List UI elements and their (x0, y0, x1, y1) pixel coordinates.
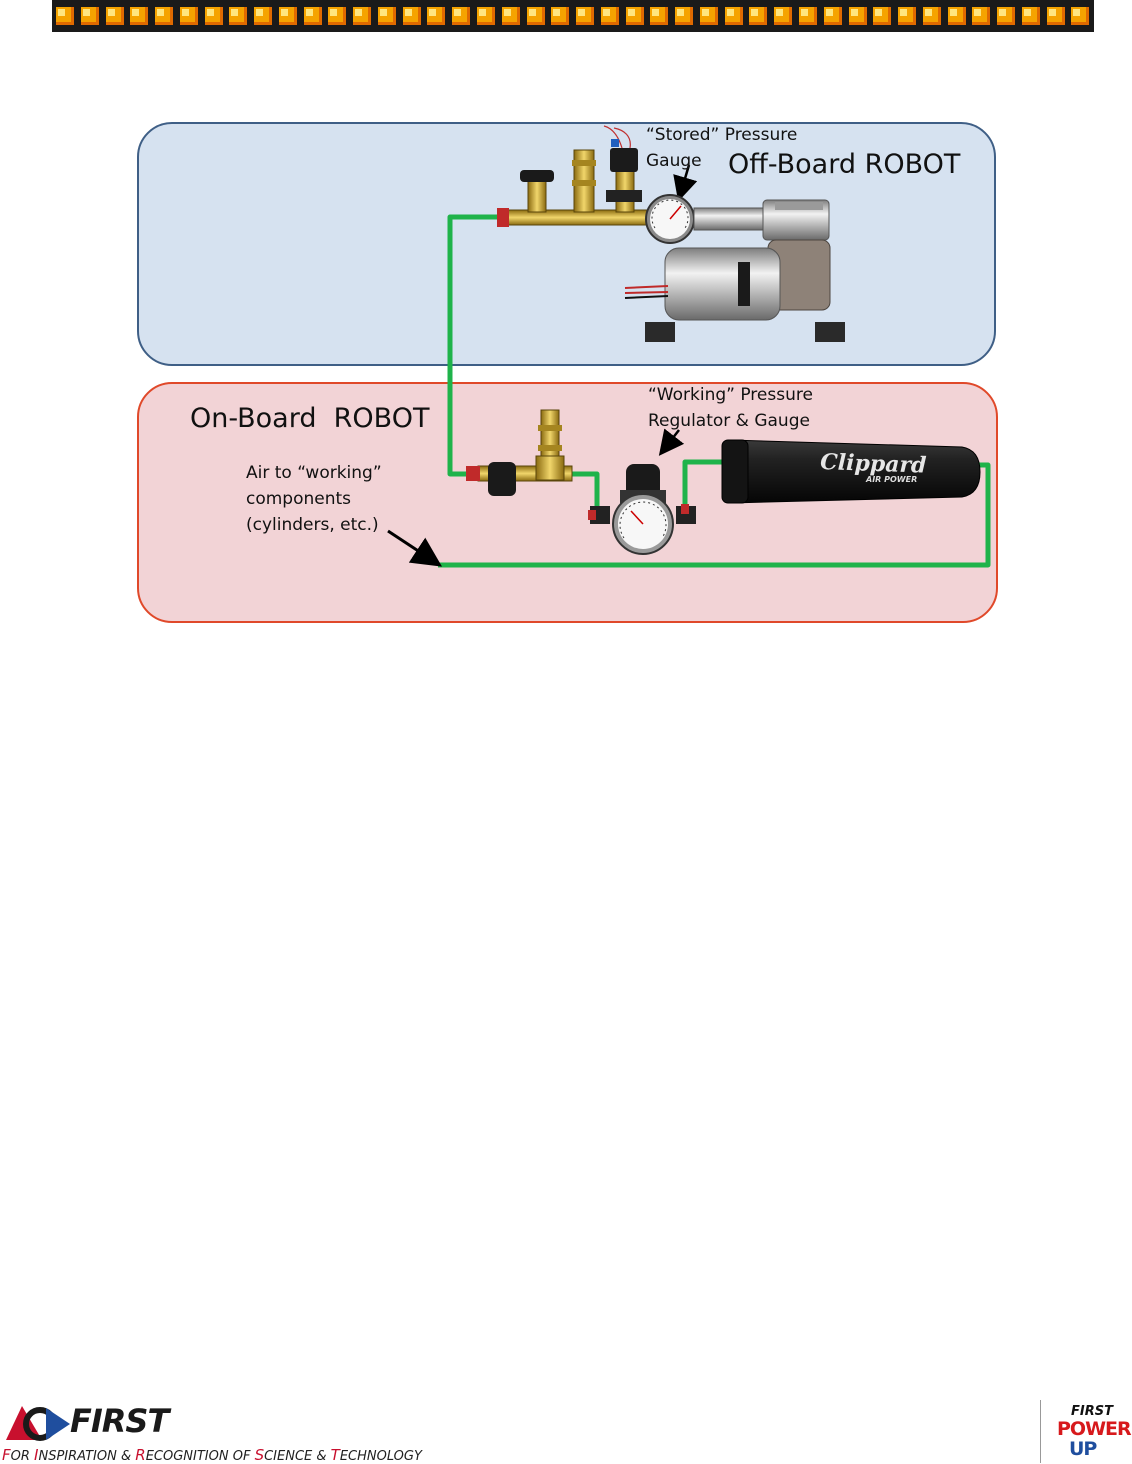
banner-block (947, 7, 966, 25)
first-power-up-logo: FIRST POWER UP (1040, 1400, 1132, 1463)
banner-block (1021, 7, 1040, 25)
stored-pressure-gauge-label: “Stored” Pressure Gauge (646, 125, 798, 171)
tagline-cap: F (2, 1446, 11, 1464)
tank-brand-text: Clippard (820, 449, 927, 479)
tagline-cap: S (254, 1446, 265, 1464)
tagline-rest: ECOGNITION OF (145, 1449, 255, 1464)
on-board-manifold (466, 409, 573, 496)
clippard-tank: Clippard AIR POWER (721, 439, 981, 504)
banner-block (1046, 7, 1065, 25)
top-banner (52, 0, 1094, 32)
stored-gauge-arrow (673, 164, 698, 202)
tagline-cap: I (34, 1446, 39, 1464)
banner-block (229, 7, 248, 25)
stored-pressure-gauge (645, 194, 695, 244)
banner-block (105, 7, 124, 25)
banner-block (699, 7, 718, 25)
banner-block (1071, 7, 1090, 25)
banner-block (873, 7, 892, 25)
game-logo-line1: FIRST (1071, 1404, 1113, 1419)
banner-block (724, 7, 743, 25)
banner-block (353, 7, 372, 25)
banner-block (303, 7, 322, 25)
first-logo-mark (6, 1406, 70, 1441)
tagline-rest: CIENCE & (264, 1449, 331, 1464)
banner-block (80, 7, 99, 25)
game-logo-line2: POWER (1057, 1418, 1132, 1440)
compressor (624, 199, 845, 342)
tagline-cap: T (330, 1446, 340, 1464)
air-tubing (438, 214, 991, 568)
banner-block (997, 7, 1016, 25)
banner-block (774, 7, 793, 25)
banner-block (402, 7, 421, 25)
banner-block (56, 7, 74, 25)
banner-block (179, 7, 198, 25)
banner-block (204, 7, 223, 25)
banner-block (675, 7, 694, 25)
banner-block (823, 7, 842, 25)
pneumatics-diagram: Clippard AIR POWER (137, 122, 998, 623)
banner-block (477, 7, 496, 25)
working-pressure-regulator-label: “Working” Pressure Regulator & Gauge (648, 385, 813, 431)
tagline-rest: OR (10, 1449, 35, 1464)
off-board-manifold (497, 125, 655, 227)
regulator-arrow (658, 428, 685, 456)
banner-block (501, 7, 520, 25)
air-to-working-components-label: Air to “working” components (cylinders, … (246, 463, 382, 535)
banner-block (576, 7, 595, 25)
banner-block (130, 7, 149, 25)
banner-block (922, 7, 941, 25)
banner-block (625, 7, 644, 25)
first-tagline: FOR INSPIRATION & RECOGNITION OF SCIENCE… (2, 1446, 422, 1464)
banner-block (526, 7, 545, 25)
banner-block (600, 7, 619, 25)
banner-block (155, 7, 174, 25)
banner-block (898, 7, 917, 25)
banner-block (254, 7, 273, 25)
banner-block (848, 7, 867, 25)
banner-block (452, 7, 471, 25)
banner-block (798, 7, 817, 25)
working-regulator (588, 464, 696, 555)
banner-block (551, 7, 570, 25)
banner-block (650, 7, 669, 25)
banner-block (377, 7, 396, 25)
working-components-arrow (387, 529, 443, 567)
first-logo: FIRST FOR INSPIRATION & RECOGNITION OF S… (0, 1398, 440, 1464)
first-wordmark: FIRST (70, 1402, 169, 1440)
tagline-cap: R (135, 1446, 146, 1464)
off-board-title: Off-Board ROBOT (728, 149, 961, 180)
banner-block (427, 7, 446, 25)
tagline-rest: NSPIRATION & (38, 1449, 136, 1464)
banner-block (972, 7, 991, 25)
on-board-title: On-Board ROBOT (190, 403, 430, 434)
banner-block (749, 7, 768, 25)
tank-subtitle-text: AIR POWER (865, 475, 917, 484)
banner-block (328, 7, 347, 25)
game-logo-line3: UP (1069, 1438, 1097, 1460)
banner-block (278, 7, 297, 25)
tagline-rest: ECHNOLOGY (339, 1449, 422, 1464)
